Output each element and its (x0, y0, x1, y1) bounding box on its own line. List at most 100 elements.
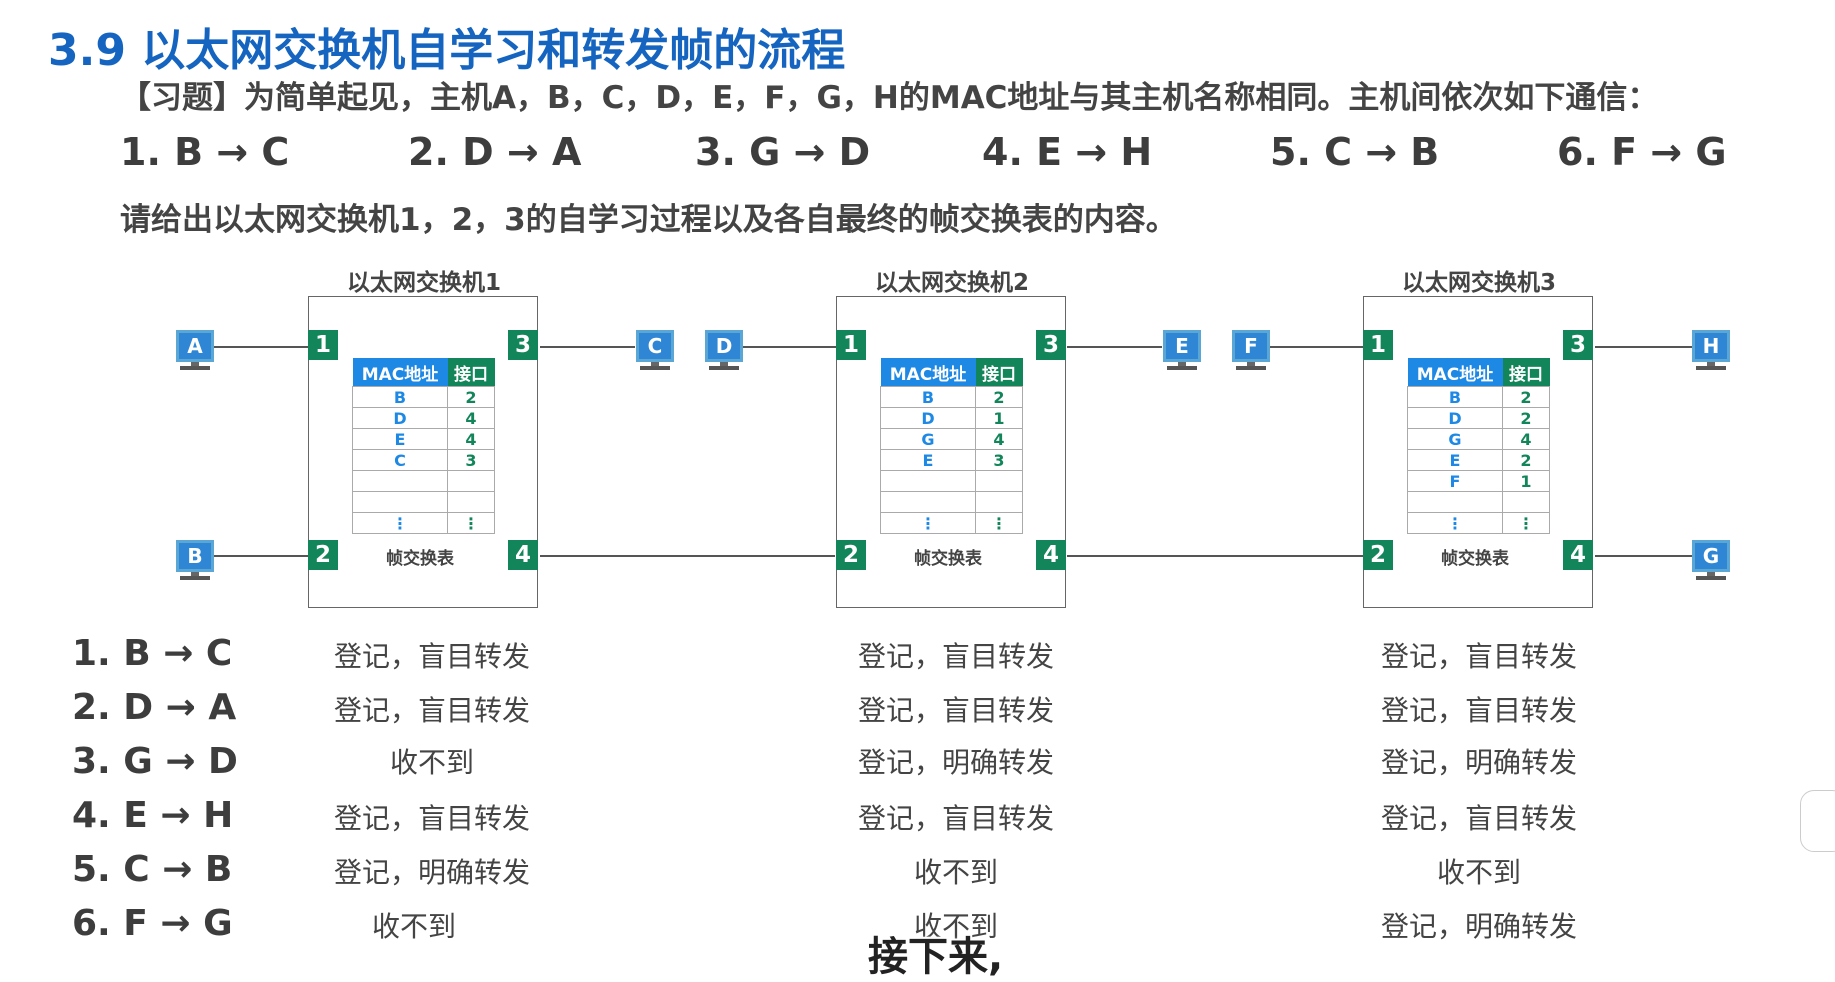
table-row: ⋮⋮ (352, 512, 495, 534)
port-cell: 2 (1502, 449, 1550, 471)
mac-cell: B (880, 386, 976, 408)
step-4-sw1-action: 登记，盲目转发 (333, 802, 530, 835)
table-row (1407, 491, 1550, 513)
link-sw2-sw3 (1067, 555, 1367, 557)
port-cell: 4 (1502, 428, 1550, 450)
ellipsis-cell: ⋮ (447, 512, 495, 534)
step-3-label: 3. G → D (72, 741, 238, 782)
step-4-label: 4. E → H (72, 795, 234, 836)
port-cell: 2 (447, 386, 495, 408)
port-cell: 2 (1502, 386, 1550, 408)
host-c-computer-icon: C (636, 330, 674, 370)
host-d-label: D (705, 330, 743, 362)
table-row: ⋮⋮ (880, 512, 1023, 534)
switch1-port-4: 4 (508, 540, 538, 570)
step-3-sw3-action: 登记，明确转发 (1380, 746, 1577, 779)
switch1-port-1: 1 (308, 330, 338, 360)
port-cell: 3 (975, 449, 1023, 471)
port-cell (975, 470, 1023, 492)
step-6-label: 6. F → G (72, 903, 233, 944)
mac-cell: E (352, 428, 448, 450)
switch3-port-3: 3 (1563, 330, 1593, 360)
step-3-sw1-action: 收不到 (389, 746, 474, 779)
mac-cell (880, 491, 976, 513)
mac-cell: F (1407, 470, 1503, 492)
comm-2: 2. D → A (408, 130, 582, 174)
mac-cell: B (1407, 386, 1503, 408)
switch3-table-label: 帧交换表 (1441, 549, 1509, 569)
step-1-label: 1. B → C (72, 633, 233, 674)
host-b-computer-icon: B (176, 540, 214, 580)
table-row (880, 470, 1023, 492)
link-d-sw2 (728, 346, 838, 348)
step-2-sw1-action: 登记，盲目转发 (333, 694, 530, 727)
ellipsis-cell: ⋮ (1502, 512, 1550, 534)
mac-cell: D (352, 407, 448, 429)
comm-3: 3. G → D (695, 130, 871, 174)
host-a-label: A (176, 330, 214, 362)
step-1-sw2-action: 登记，盲目转发 (857, 640, 1054, 673)
step-5-sw1-action: 登记，明确转发 (333, 856, 530, 889)
switch2-table-label: 帧交换表 (914, 549, 982, 569)
mac-col-header: MAC地址 (1407, 358, 1503, 387)
host-c-label: C (636, 330, 674, 362)
mac-cell: G (880, 428, 976, 450)
host-g-computer-icon: G (1692, 540, 1730, 580)
video-subtitle: 接下来, (868, 934, 1004, 980)
link-sw3-g (1595, 555, 1695, 557)
comm-5: 5. C → B (1270, 130, 1440, 174)
comm-1: 1. B → C (120, 130, 290, 174)
host-f-label: F (1232, 330, 1270, 362)
comm-6: 6. F → G (1557, 130, 1727, 174)
host-a-computer-icon: A (176, 330, 214, 370)
table-row (880, 491, 1023, 513)
port-col-header: 接口 (447, 358, 495, 387)
link-a-sw1 (198, 346, 308, 348)
ellipsis-cell: ⋮ (880, 512, 976, 534)
mac-cell: B (352, 386, 448, 408)
step-6-sw1-action: 收不到 (371, 910, 456, 943)
link-sw2-e (1067, 346, 1162, 348)
switch2-port-4: 4 (1036, 540, 1066, 570)
comm-4: 4. E → H (982, 130, 1153, 174)
mac-cell (352, 491, 448, 513)
port-cell: 4 (447, 428, 495, 450)
mac-cell: D (880, 407, 976, 429)
switch3-port-2: 2 (1363, 540, 1393, 570)
table-row: ⋮⋮ (1407, 512, 1550, 534)
switch1-title: 以太网交换机1 (346, 270, 501, 296)
side-panel-button[interactable] (1800, 790, 1835, 852)
step-6-sw3-action: 登记，明确转发 (1380, 910, 1577, 943)
port-cell (447, 470, 495, 492)
step-3-sw2-action: 登记，明确转发 (857, 746, 1054, 779)
table-row (352, 470, 495, 492)
mac-cell: E (880, 449, 976, 471)
host-g-label: G (1692, 540, 1730, 572)
mac-col-header: MAC地址 (352, 358, 448, 387)
step-5-sw3-action: 收不到 (1436, 856, 1521, 889)
switch1-port-2: 2 (308, 540, 338, 570)
port-cell (975, 491, 1023, 513)
switch2-port-3: 3 (1036, 330, 1066, 360)
link-sw3-h (1595, 346, 1695, 348)
host-f-computer-icon: F (1232, 330, 1270, 370)
step-5-sw2-action: 收不到 (913, 856, 998, 889)
switch2-title: 以太网交换机2 (874, 270, 1029, 296)
step-4-sw2-action: 登记，盲目转发 (857, 802, 1054, 835)
step-5-label: 5. C → B (72, 849, 233, 890)
switch2-port-2: 2 (836, 540, 866, 570)
